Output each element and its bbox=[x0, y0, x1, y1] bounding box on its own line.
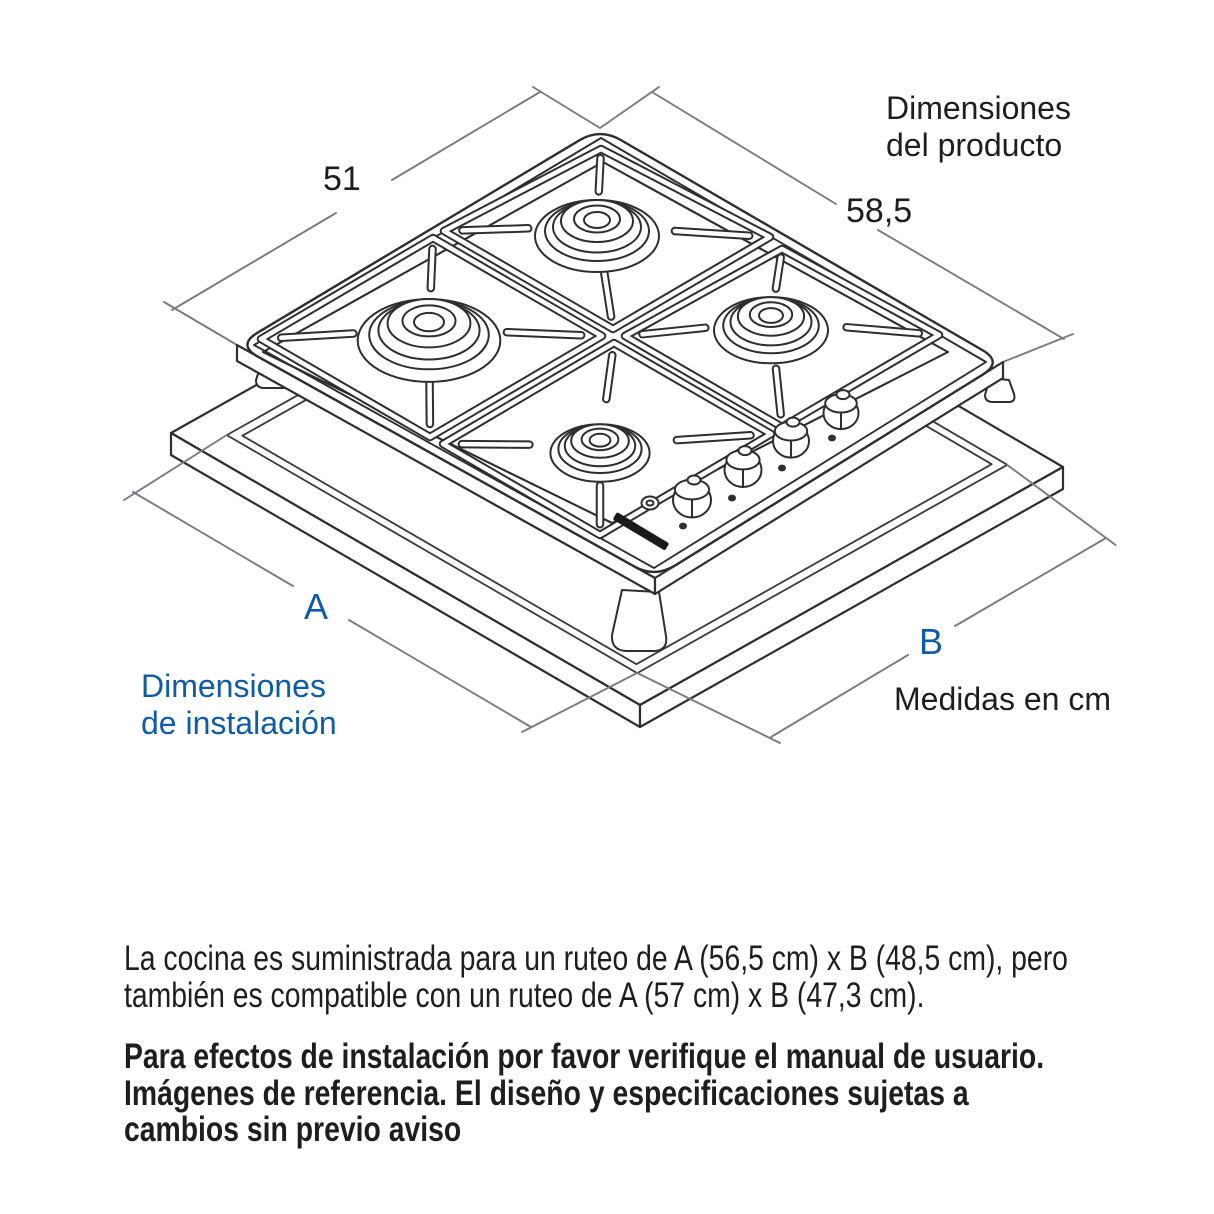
witness-line bbox=[600, 87, 659, 128]
dimension-line-b-seg2 bbox=[955, 538, 1106, 626]
knob-pointer bbox=[739, 446, 752, 455]
witness-line bbox=[522, 673, 637, 732]
control-knob-1 bbox=[673, 476, 711, 529]
control-panel bbox=[613, 390, 859, 550]
dimension-line-a-seg1 bbox=[133, 492, 293, 586]
burner-hole bbox=[414, 313, 444, 331]
dimension-letter-a: A bbox=[304, 586, 329, 627]
ignition-inner bbox=[647, 501, 654, 506]
knob-pointer bbox=[688, 476, 701, 485]
installation-dimensions-caption: Dimensiones de instalación bbox=[141, 668, 337, 741]
witness-line bbox=[533, 87, 600, 128]
grate-frame-core bbox=[443, 343, 771, 535]
witness-line bbox=[637, 673, 780, 743]
control-knob-3 bbox=[773, 418, 809, 471]
routing-note: La cocina es suministrada para un ruteo … bbox=[124, 939, 1068, 1015]
dimension-lines bbox=[124, 87, 1116, 743]
knob-position-dot bbox=[680, 524, 686, 529]
burner-front bbox=[550, 424, 649, 482]
foot-front bbox=[612, 590, 666, 651]
knob-pointer bbox=[787, 418, 800, 427]
dimension-value-width: 51 bbox=[323, 160, 361, 198]
disclaimer-note: Para efectos de instalación por favor ve… bbox=[124, 1037, 1045, 1149]
burner-rear bbox=[535, 200, 659, 272]
witness-line bbox=[1007, 465, 1115, 545]
control-knob-4 bbox=[824, 390, 859, 440]
witness-line bbox=[1003, 334, 1073, 362]
knob-position-dot bbox=[729, 496, 735, 501]
dimension-line-b-seg1 bbox=[771, 655, 908, 737]
burner-left bbox=[358, 299, 501, 382]
dimension-letter-b: B bbox=[919, 621, 944, 662]
grate-fingers-core bbox=[281, 158, 919, 524]
brand-logo-bar bbox=[613, 512, 669, 550]
product-dimensions-caption: Dimensiones del producto bbox=[886, 90, 1071, 163]
cooktop-top-face bbox=[247, 134, 992, 572]
burners bbox=[358, 200, 828, 482]
grate-frame-core bbox=[444, 149, 770, 329]
dimension-a bbox=[124, 435, 637, 732]
burner-right bbox=[714, 297, 828, 363]
dimension-line-a-seg2 bbox=[349, 620, 531, 727]
dimension-value-depth: 58,5 bbox=[846, 192, 913, 230]
logo-bar bbox=[613, 512, 669, 550]
dimension-51 bbox=[164, 87, 600, 345]
witness-line bbox=[164, 302, 237, 345]
pan-grates bbox=[261, 149, 939, 535]
countertop-front-right-face bbox=[640, 467, 1063, 727]
dimension-line-51-seg1 bbox=[392, 92, 540, 180]
knob-pointer bbox=[837, 390, 850, 399]
burner-hole bbox=[584, 212, 610, 228]
knob-position-dot bbox=[829, 436, 835, 441]
dimension-58-5 bbox=[600, 87, 1073, 362]
dimension-line-585-seg2 bbox=[878, 230, 1064, 339]
dimension-line-51-seg2 bbox=[172, 213, 336, 310]
control-knob-2 bbox=[725, 446, 762, 500]
burner-hole bbox=[590, 434, 611, 447]
ignition-button bbox=[642, 497, 659, 510]
grate-frame-core bbox=[261, 238, 602, 437]
knob-position-dot bbox=[779, 466, 785, 471]
dimension-b bbox=[637, 465, 1115, 743]
units-caption: Medidas en cm bbox=[894, 681, 1111, 717]
burner-hole bbox=[759, 308, 783, 323]
dimension-line-585-seg1 bbox=[652, 92, 836, 204]
witness-line bbox=[124, 435, 227, 500]
